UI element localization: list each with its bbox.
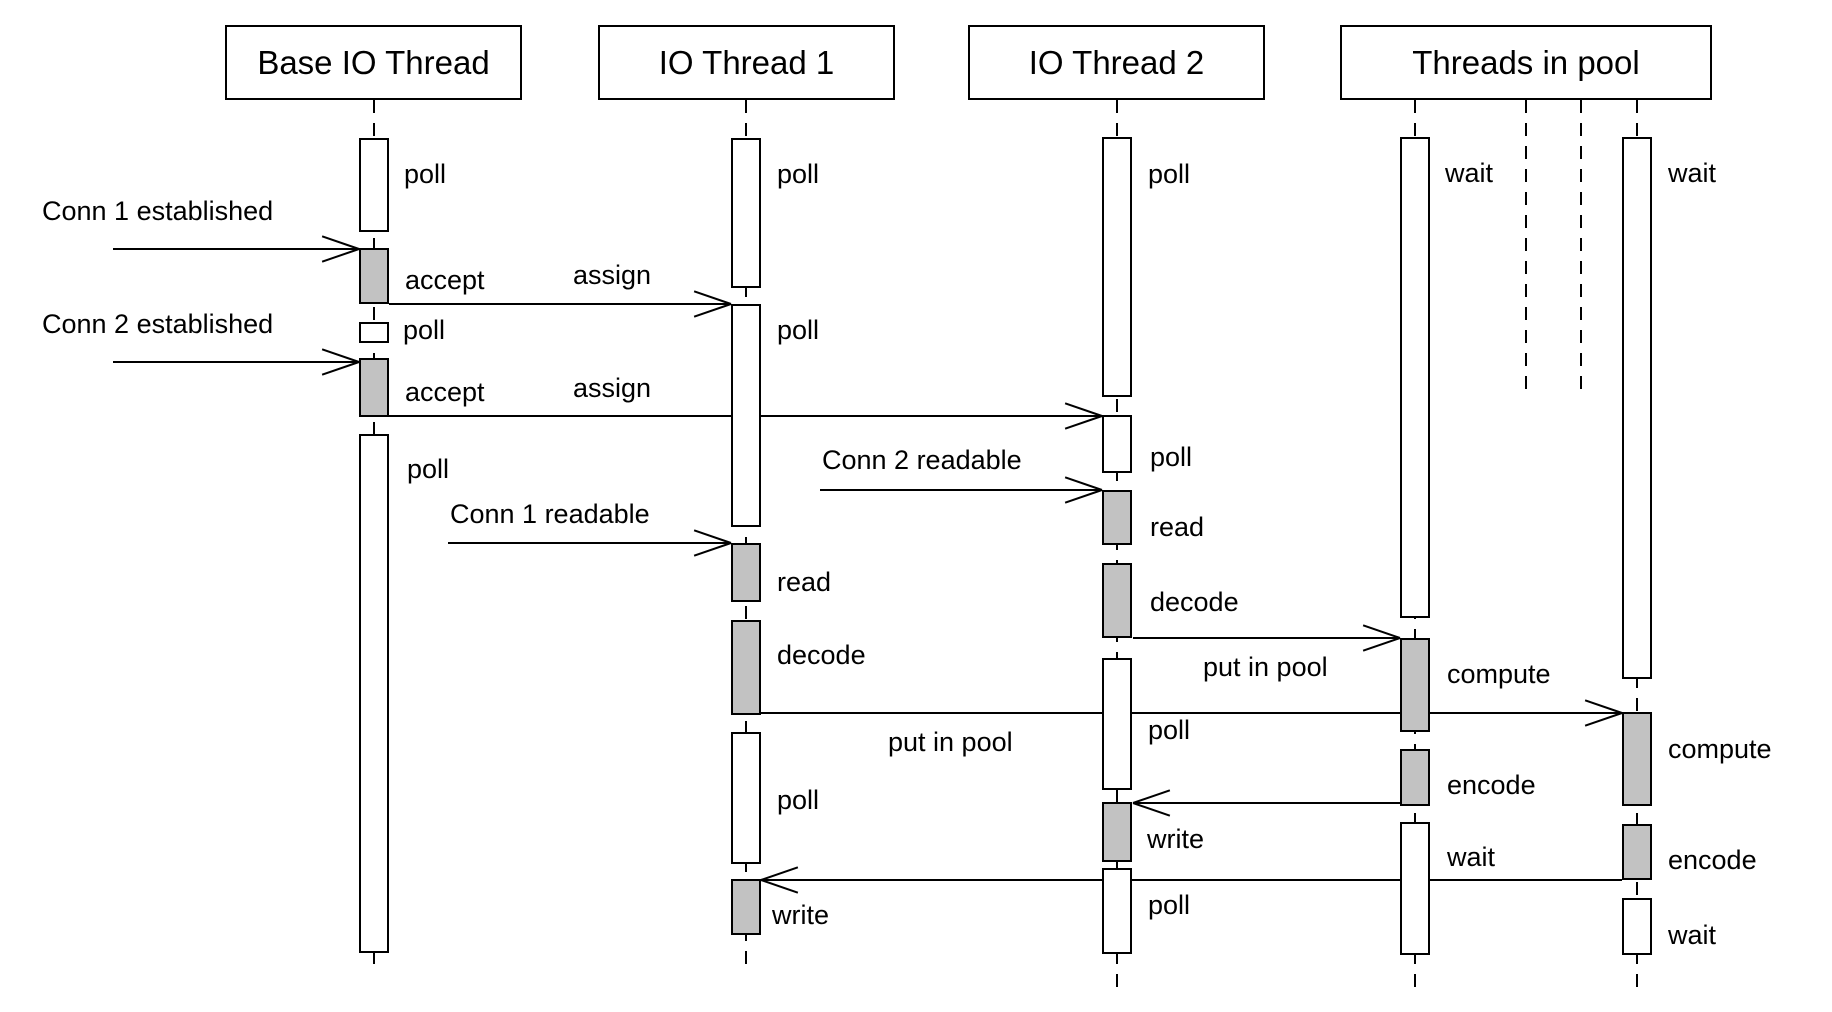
activity-label-poll: poll (1148, 890, 1191, 920)
arrowhead-assign-conn-2 (1064, 415, 1103, 430)
activity-label-write: write (772, 900, 830, 930)
message-line-assign-conn-1 (389, 303, 731, 305)
participant-box-io-thread-2: IO Thread 2 (968, 25, 1265, 100)
activity-label-wait: wait (1445, 158, 1494, 188)
lifeline-io-thread-2 (1116, 100, 1118, 992)
message-line-hand-back-to-io-thread-2 (1133, 802, 1400, 804)
activity-label-write: write (1147, 824, 1205, 854)
activation-bar-threads-in-pool-wait (1400, 137, 1430, 618)
activity-label-poll: poll (1150, 442, 1193, 472)
activity-label-poll: poll (407, 454, 450, 484)
activity-label-encode: encode (1668, 845, 1757, 875)
activity-label-accept: accept (405, 377, 485, 407)
participant-box-threads-in-pool: Threads in pool (1340, 25, 1712, 100)
activity-label-compute: compute (1447, 659, 1551, 689)
activity-label-poll: poll (777, 159, 820, 189)
activation-bar-base-io-thread-poll (359, 138, 389, 232)
message-label-assign-conn-1: assign (573, 260, 652, 290)
activation-bar-io-thread-1-poll (731, 138, 761, 288)
activity-label-accept: accept (405, 265, 485, 295)
activation-bar-threads-in-pool-encode (1400, 749, 1430, 806)
arrowhead-hand-back-to-io-thread-1 (760, 879, 799, 894)
message-label-conn-1-readable: Conn 1 readable (450, 499, 650, 529)
participant-label: IO Thread 1 (658, 43, 835, 81)
activation-bar-io-thread-2-poll (1102, 415, 1132, 473)
activity-label-decode: decode (777, 640, 866, 670)
participant-label: Base IO Thread (257, 43, 490, 81)
activity-label-read: read (1150, 512, 1205, 542)
activation-bar-io-thread-2-poll (1102, 658, 1132, 790)
activity-label-poll: poll (1148, 159, 1191, 189)
activity-label-wait: wait (1668, 920, 1717, 950)
activity-label-wait: wait (1447, 842, 1496, 872)
message-label-put-in-pool-2: put in pool (888, 727, 1013, 757)
activity-label-poll: poll (777, 785, 820, 815)
arrowhead-conn-1-readable (693, 542, 732, 557)
message-line-conn-1-readable (448, 542, 731, 544)
activation-bar-io-thread-2-poll (1102, 137, 1132, 397)
message-line-conn-2-established (113, 361, 359, 363)
activation-bar-io-thread-1-poll (731, 732, 761, 864)
participant-label: IO Thread 2 (1028, 43, 1205, 81)
participant-label: Threads in pool (1412, 43, 1640, 81)
participant-box-base-io-thread: Base IO Thread (225, 25, 522, 100)
activation-bar-io-thread-1-write (731, 879, 761, 935)
arrowhead-conn-2-readable (1064, 489, 1103, 504)
lifeline-threads-in-pool (1580, 100, 1582, 397)
lifeline-io-thread-1 (745, 100, 747, 970)
participant-box-io-thread-1: IO Thread 1 (598, 25, 895, 100)
arrowhead-conn-2-established (321, 361, 360, 376)
activity-label-poll: poll (1148, 715, 1191, 745)
activity-label-encode: encode (1447, 770, 1536, 800)
arrowhead-assign-conn-1 (693, 303, 732, 318)
activation-bar-base-io-thread-accept (359, 358, 389, 417)
activation-bar-base-io-thread-poll (359, 322, 389, 343)
activation-bar-io-thread-2-poll (1102, 868, 1132, 954)
activity-label-decode: decode (1150, 587, 1239, 617)
arrowhead-hand-back-to-io-thread-2 (1132, 802, 1171, 817)
message-line-hand-back-to-io-thread-1 (761, 879, 1622, 881)
activation-bar-io-thread-1-read (731, 543, 761, 602)
message-label-put-in-pool-1: put in pool (1203, 652, 1328, 682)
activation-bar-threads-in-pool-compute (1622, 712, 1652, 806)
activity-label-wait: wait (1668, 158, 1717, 188)
activity-label-read: read (777, 567, 832, 597)
arrowhead-conn-1-established (321, 248, 360, 263)
activation-bar-io-thread-2-write (1102, 802, 1132, 862)
message-label-conn-1-established: Conn 1 established (42, 196, 274, 226)
activation-bar-io-thread-2-read (1102, 490, 1132, 545)
message-line-conn-1-established (113, 248, 359, 250)
lifeline-threads-in-pool (1525, 100, 1527, 397)
activation-bar-threads-in-pool-compute (1400, 638, 1430, 732)
activation-bar-base-io-thread-accept (359, 248, 389, 304)
activation-bar-threads-in-pool-wait (1622, 898, 1652, 955)
message-line-put-in-pool-2 (761, 712, 1622, 714)
arrowhead-put-in-pool-1 (1362, 637, 1401, 652)
message-line-put-in-pool-1 (1133, 637, 1400, 639)
activation-bar-threads-in-pool-wait (1622, 137, 1652, 679)
activity-label-compute: compute (1668, 734, 1772, 764)
activity-label-poll: poll (403, 315, 446, 345)
activity-label-poll: poll (777, 315, 820, 345)
activation-bar-threads-in-pool-encode (1622, 824, 1652, 880)
message-label-conn-2-readable: Conn 2 readable (822, 445, 1022, 475)
message-line-conn-2-readable (820, 489, 1102, 491)
message-label-conn-2-established: Conn 2 established (42, 309, 274, 339)
arrowhead-put-in-pool-2 (1584, 712, 1623, 727)
message-label-assign-conn-2: assign (573, 373, 652, 403)
activation-bar-io-thread-1-decode (731, 620, 761, 715)
activation-bar-base-io-thread-poll (359, 434, 389, 953)
activity-label-poll: poll (404, 159, 447, 189)
activation-bar-io-thread-2-decode (1102, 563, 1132, 638)
activation-bar-threads-in-pool-wait (1400, 822, 1430, 955)
activation-bar-io-thread-1-poll (731, 304, 761, 527)
